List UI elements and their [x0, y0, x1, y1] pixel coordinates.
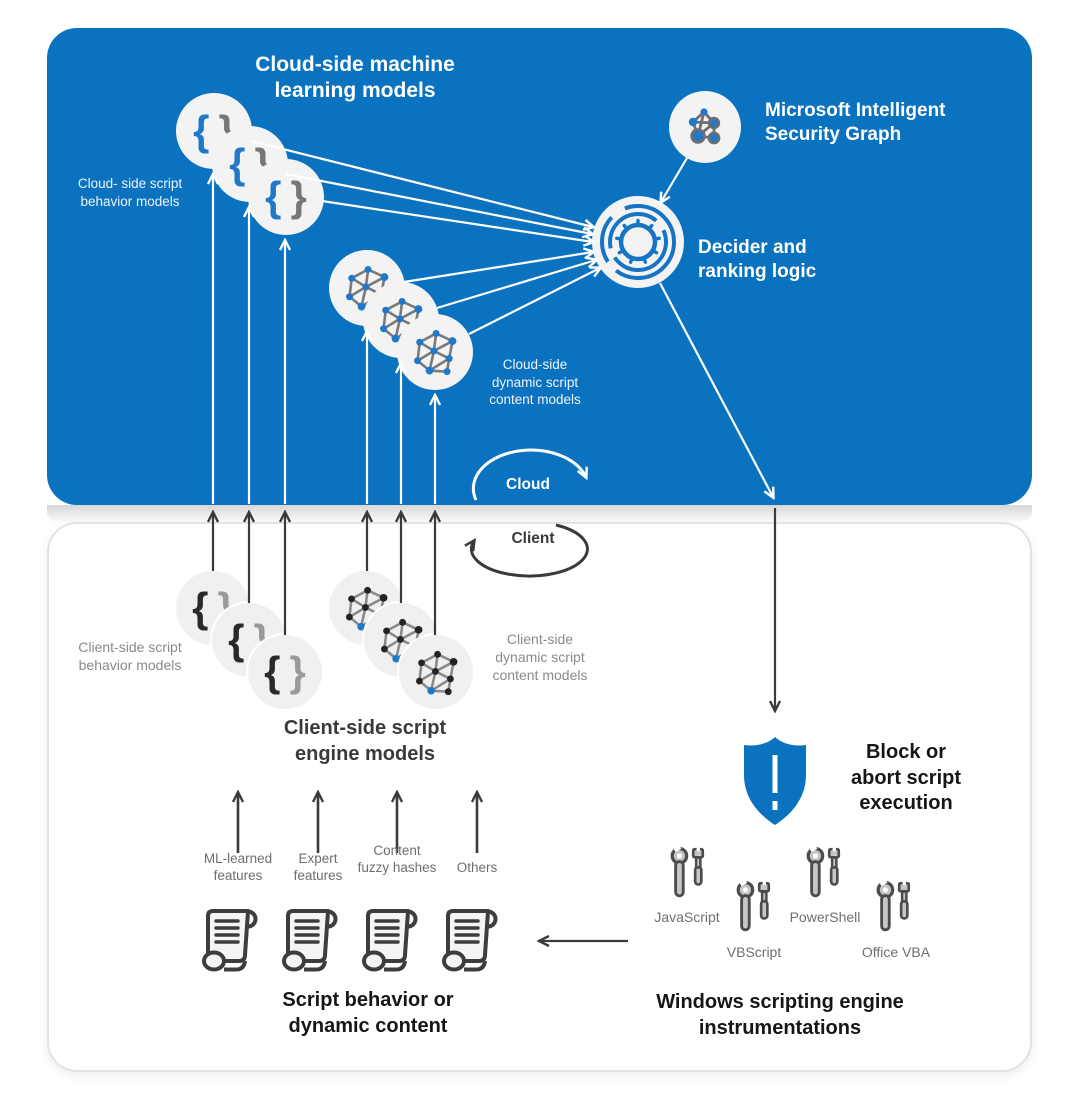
engine-models-title: Client-side script engine models	[283, 717, 447, 765]
cloud-cycle-label: Cloud	[506, 476, 550, 493]
feature-label-fuzzy-hashes: Content fuzzy hashes	[357, 843, 437, 876]
brace-open-icon: {	[264, 648, 281, 695]
block-title: Block or abort script execution	[850, 741, 962, 815]
client-script-behavior-label: Client-side script behavior models	[78, 639, 182, 674]
brace-open-icon: {	[192, 584, 209, 631]
script-scroll-icon	[427, 903, 503, 982]
tools-icon-office-vba	[874, 877, 914, 940]
script-scroll-icon	[347, 903, 423, 982]
brace-open-icon: {	[229, 140, 246, 187]
script-scroll-icon	[267, 903, 343, 982]
cloud-title: Cloud-side machine learning models	[255, 53, 455, 102]
cloud-client-divider	[47, 505, 1032, 522]
decider-circle	[592, 196, 684, 288]
client-dynamic-content-label: Client-side dynamic script content model…	[492, 631, 588, 684]
script-scroll-icon	[187, 903, 263, 982]
tools-icon-javascript	[668, 843, 708, 906]
shield-alert-icon	[735, 733, 815, 834]
network-graph-icon	[414, 329, 457, 376]
feature-label-ml-learned: ML-learned features	[203, 851, 273, 884]
tools-icon-vbscript	[734, 877, 774, 940]
network-graph-icon	[688, 108, 721, 145]
security-graph-title: Microsoft Intelligent Security Graph	[765, 100, 946, 145]
feature-label-expert: Expert features	[293, 851, 343, 884]
brace-open-icon: {	[265, 173, 282, 220]
decider-title: Decider and ranking logic	[698, 237, 817, 282]
client-behavior-model-circle: {}	[248, 635, 322, 709]
decider-gear-icon	[600, 204, 676, 280]
brace-close-icon: }	[290, 173, 307, 220]
tools-icon-powershell	[804, 843, 844, 906]
engine-label-javascript: JavaScript	[654, 909, 720, 925]
cloud-behavior-model-circle: {}	[248, 159, 324, 235]
cloud-dynamic-model-circle	[397, 314, 473, 390]
client-dynamic-model-circle	[399, 635, 473, 709]
brace-close-icon: }	[289, 648, 306, 695]
instrumentations-title: Windows scripting engine instrumentation…	[656, 991, 904, 1039]
engine-label-office-vba: Office VBA	[861, 944, 931, 960]
brace-open-icon: {	[228, 616, 245, 663]
feature-label-others: Others	[456, 860, 498, 875]
engine-label-powershell: PowerShell	[789, 909, 861, 925]
script-source-title: Script behavior or dynamic content	[282, 989, 454, 1037]
cloud-dynamic-content-label: Cloud-side dynamic script content models	[489, 357, 581, 408]
client-cycle-label: Client	[511, 530, 555, 547]
network-graph-icon	[415, 650, 457, 695]
security-graph-circle	[669, 91, 741, 163]
brace-open-icon: {	[193, 107, 210, 154]
engine-label-vbscript: VBScript	[726, 944, 782, 960]
cloud-script-behavior-label: Cloud- side script behavior models	[77, 176, 183, 209]
